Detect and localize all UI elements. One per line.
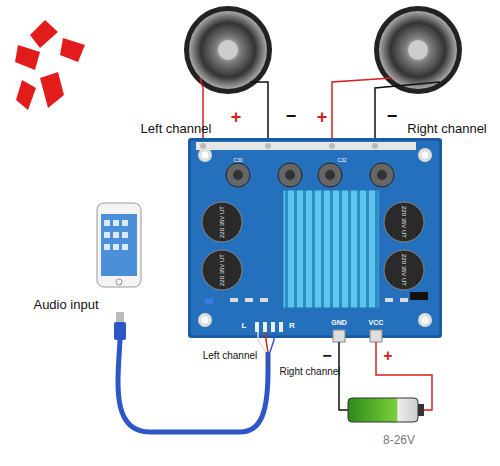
silkscreen-label: C32 xyxy=(337,158,346,163)
right-speaker xyxy=(374,6,462,94)
audio-cable xyxy=(114,312,274,432)
polarity-sign: − xyxy=(322,348,331,364)
polarity-sign: − xyxy=(286,107,297,125)
voltage-label: 8-26V xyxy=(383,434,415,446)
silkscreen-label: L xyxy=(242,322,247,330)
silkscreen-label: C30 xyxy=(233,158,242,163)
wire-label: Left channel xyxy=(203,351,258,361)
left-speaker xyxy=(184,6,272,94)
amplifier-board xyxy=(188,138,442,342)
polarity-sign: + xyxy=(317,108,328,126)
speaker-wires xyxy=(200,78,440,148)
silkscreen-label: VCC xyxy=(369,319,384,326)
capacitor-marking: 220 35V UT xyxy=(401,254,407,286)
wire-label: Right channel xyxy=(279,367,340,377)
capacitor-marking: 220 35V UT xyxy=(219,206,225,238)
phone xyxy=(97,203,141,287)
capacitor-marking: 220 35V UT xyxy=(219,254,225,286)
polarity-sign: − xyxy=(387,107,398,125)
channel-label: Right channel xyxy=(407,122,487,135)
logo xyxy=(15,20,85,110)
silkscreen-label: GND xyxy=(331,319,347,326)
polarity-sign: + xyxy=(231,108,242,126)
capacitor-marking: 220 35V UT xyxy=(401,206,407,238)
channel-label: Left channel xyxy=(141,122,212,135)
heatsink xyxy=(283,190,379,308)
input-label: Audio input xyxy=(33,298,98,311)
silkscreen-label: R xyxy=(289,322,295,330)
battery xyxy=(348,398,424,422)
polarity-sign: + xyxy=(383,348,392,364)
